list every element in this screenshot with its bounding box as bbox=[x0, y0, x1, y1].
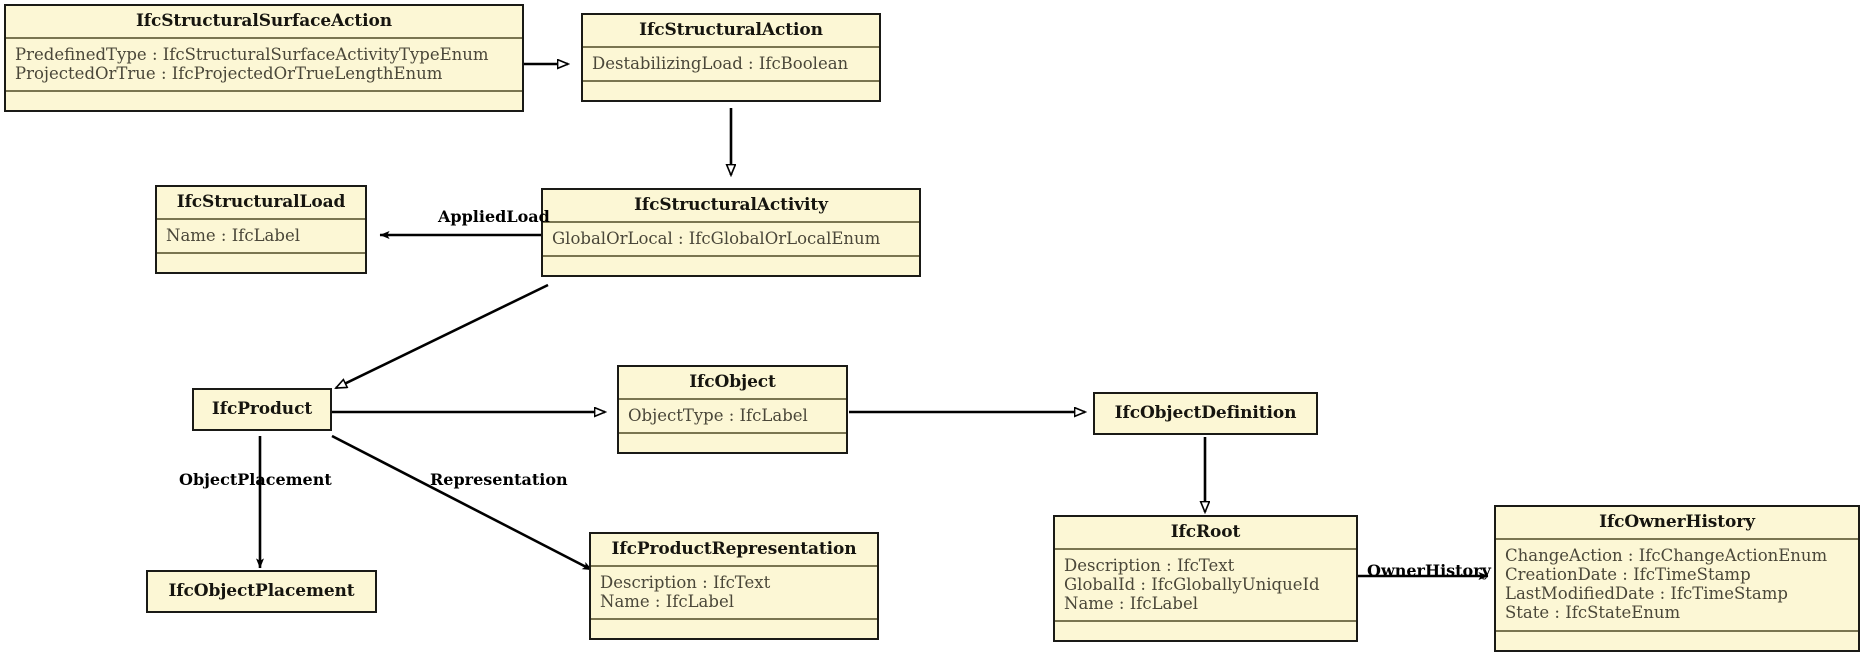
class-title: IfcObjectPlacement bbox=[168, 581, 355, 601]
class-box-ifc-structural-activity[interactable]: IfcStructuralActivity GlobalOrLocal : If… bbox=[541, 188, 921, 278]
compartment-divider bbox=[619, 398, 846, 400]
compartment-divider bbox=[6, 37, 522, 39]
class-operations bbox=[583, 82, 879, 100]
class-title: IfcRoot bbox=[1170, 522, 1241, 542]
class-operations bbox=[6, 92, 522, 110]
class-title: IfcOwnerHistory bbox=[1599, 512, 1755, 532]
class-title: IfcStructuralLoad bbox=[176, 192, 346, 212]
edge-label-representation: Representation bbox=[430, 470, 568, 489]
edge-label-applied-load: AppliedLoad bbox=[438, 207, 550, 226]
class-operations bbox=[1496, 632, 1858, 650]
compartment-divider bbox=[1055, 548, 1356, 550]
attribute-row: Name : IfcLabel bbox=[166, 226, 300, 245]
class-title: IfcStructuralAction bbox=[639, 20, 823, 40]
attribute-row: ChangeAction : IfcChangeActionEnum bbox=[1505, 546, 1828, 565]
attribute-row: DestabilizingLoad : IfcBoolean bbox=[592, 54, 849, 73]
compartment-divider bbox=[583, 46, 879, 48]
compartment-divider bbox=[6, 90, 522, 93]
compartment-divider bbox=[543, 255, 919, 258]
class-box-ifc-owner-history[interactable]: IfcOwnerHistory ChangeAction : IfcChange… bbox=[1494, 505, 1860, 652]
class-box-ifc-root[interactable]: IfcRoot Description : IfcText GlobalId :… bbox=[1053, 515, 1358, 643]
class-attributes: PredefinedType : IfcStructuralSurfaceAct… bbox=[6, 39, 522, 90]
edge-association-representation bbox=[331, 434, 593, 572]
class-operations bbox=[591, 620, 877, 638]
attribute-row: PredefinedType : IfcStructuralSurfaceAct… bbox=[15, 45, 489, 64]
compartment-divider bbox=[591, 618, 877, 621]
class-title: IfcProduct bbox=[211, 399, 313, 419]
class-box-ifc-product-representation[interactable]: IfcProductRepresentation Description : I… bbox=[589, 532, 879, 641]
class-box-ifc-structural-action[interactable]: IfcStructuralAction DestabilizingLoad : … bbox=[581, 13, 881, 103]
attribute-row: CreationDate : IfcTimeStamp bbox=[1505, 565, 1751, 585]
compartment-divider bbox=[1496, 629, 1858, 632]
compartment-divider bbox=[591, 565, 877, 567]
edge-generalization-activity-to-product bbox=[336, 283, 549, 390]
class-operations bbox=[543, 257, 919, 275]
class-attributes: Description : IfcText Name : IfcLabel bbox=[591, 567, 877, 618]
attribute-row: ProjectedOrTrue : IfcProjectedOrTrueLeng… bbox=[15, 64, 443, 84]
class-title: IfcObjectDefinition bbox=[1114, 403, 1297, 423]
attribute-row: LastModifiedDate : IfcTimeStamp bbox=[1505, 584, 1788, 604]
class-title: IfcObject bbox=[689, 372, 776, 392]
class-box-ifc-product[interactable]: IfcProduct bbox=[192, 388, 332, 431]
class-attributes: ObjectType : IfcLabel bbox=[619, 400, 846, 432]
attribute-row: Name : IfcLabel bbox=[600, 592, 734, 612]
edge-label-object-placement: ObjectPlacement bbox=[179, 470, 332, 489]
class-box-ifc-structural-load[interactable]: IfcStructuralLoad Name : IfcLabel bbox=[155, 185, 367, 275]
attribute-row: ObjectType : IfcLabel bbox=[628, 406, 808, 425]
class-title: IfcStructuralSurfaceAction bbox=[135, 11, 393, 31]
compartment-divider bbox=[583, 80, 879, 83]
attribute-row: State : IfcStateEnum bbox=[1505, 603, 1681, 623]
class-title: IfcStructuralActivity bbox=[634, 195, 828, 215]
edge-label-owner-history: OwnerHistory bbox=[1367, 561, 1491, 580]
class-attributes: ChangeAction : IfcChangeActionEnum Creat… bbox=[1496, 540, 1858, 630]
attribute-row: Description : IfcText bbox=[600, 573, 771, 592]
compartment-divider bbox=[1055, 620, 1356, 623]
compartment-divider bbox=[543, 221, 919, 223]
attribute-row: Name : IfcLabel bbox=[1064, 594, 1198, 614]
compartment-divider bbox=[157, 218, 365, 220]
class-operations bbox=[1055, 622, 1356, 640]
compartment-divider bbox=[619, 432, 846, 435]
attribute-row: GlobalOrLocal : IfcGlobalOrLocalEnum bbox=[552, 229, 881, 248]
class-box-ifc-object-definition[interactable]: IfcObjectDefinition bbox=[1093, 392, 1318, 435]
class-attributes: Description : IfcText GlobalId : IfcGlob… bbox=[1055, 550, 1356, 620]
class-attributes: Name : IfcLabel bbox=[157, 220, 365, 252]
class-box-ifc-structural-surface-action[interactable]: IfcStructuralSurfaceAction PredefinedTyp… bbox=[4, 4, 524, 113]
attribute-row: GlobalId : IfcGloballyUniqueId bbox=[1064, 575, 1320, 595]
compartment-divider bbox=[157, 252, 365, 255]
class-title: IfcProductRepresentation bbox=[611, 539, 857, 559]
class-attributes: DestabilizingLoad : IfcBoolean bbox=[583, 48, 879, 80]
attribute-row: Description : IfcText bbox=[1064, 556, 1235, 575]
class-box-ifc-object[interactable]: IfcObject ObjectType : IfcLabel bbox=[617, 365, 848, 455]
compartment-divider bbox=[1496, 538, 1858, 540]
class-operations bbox=[157, 254, 365, 272]
class-box-ifc-object-placement[interactable]: IfcObjectPlacement bbox=[146, 570, 377, 613]
class-operations bbox=[619, 434, 846, 452]
class-attributes: GlobalOrLocal : IfcGlobalOrLocalEnum bbox=[543, 223, 919, 255]
